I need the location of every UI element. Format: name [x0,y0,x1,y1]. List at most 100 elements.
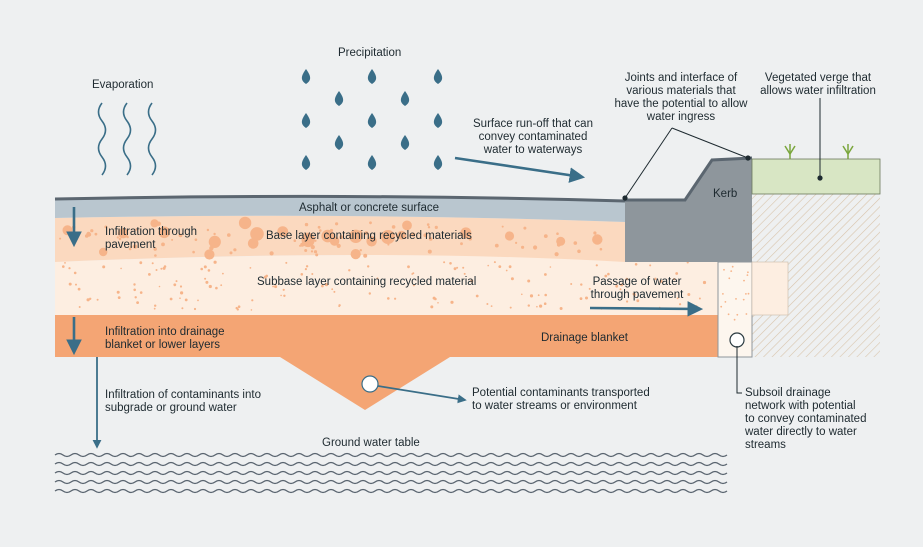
subbase-particle [208,284,212,289]
label-subsoil-drainage: Subsoil drainage network with potential … [745,387,866,452]
label-vegetated-verge: Vegetated verge that allows water infilt… [754,72,882,98]
subbase-particle [539,304,543,308]
subbase-particle [493,261,496,264]
contaminant-marker [361,375,379,393]
base-particle [277,226,289,238]
joints-leader-left [624,127,673,199]
subbase-particle [698,297,701,300]
trench-particle [728,277,731,280]
subbase-particle [537,294,540,297]
raindrop-icon [301,155,311,170]
subbase-particle [675,272,679,275]
subbase-particle [300,273,304,276]
verge-line-1: Vegetated verge that [764,72,872,84]
raindrop-icon [433,69,443,84]
base-particle [349,229,363,243]
groundwater-wave [54,488,728,494]
subsoil-line-3: to convey contaminated [745,413,867,425]
base-particle [468,236,473,241]
joints-line-4: water ingress [646,111,716,123]
subbase-particle [430,305,434,309]
subbase-particle [285,261,288,264]
drainage-blanket-layer [55,315,752,410]
trench-particle [746,274,749,276]
base-particle [501,225,504,228]
base-particle [118,237,122,241]
subbase-particle [509,306,512,309]
trench-particle [735,298,737,300]
subbase-particle [282,288,285,291]
subbase-particle [437,302,439,304]
trench-particle [736,313,739,316]
raindrop-icon [367,113,377,128]
base-particle [154,254,157,257]
joint-dot-left [622,195,628,201]
base-particle [427,226,431,229]
subbase-particle [549,266,552,268]
subbase-particle [197,299,199,302]
subbase-particle [237,305,241,309]
subbase-particle [588,287,591,290]
base-particle [250,227,264,241]
trench-particle [723,268,725,271]
subbase-particle [133,288,136,292]
subbase-particle [412,284,415,287]
subbase-particle [179,297,181,300]
subbase-particle [220,284,223,287]
base-particle [460,227,472,239]
base-particle [229,251,233,255]
trench-particles [720,265,750,321]
subbase-particle [311,273,314,275]
base-particle [335,222,339,226]
runoff-line-2: convey contaminated [478,131,588,143]
base-particle [523,226,527,230]
verge-dot [817,175,823,181]
subbase-particle [274,285,278,289]
contaminants-subgrade-line-2: subgrade or ground water [105,402,237,414]
base-particle [427,249,432,254]
subbase-layer [55,255,752,315]
subbase-particle [604,274,608,278]
subbase-particle [376,277,379,280]
subbase-particle [305,265,309,268]
subbase-particle [580,283,583,286]
verge-line-2: allows water infiltration [760,85,876,97]
trench-particle [724,301,727,303]
raindrop-group [301,69,443,170]
trench-particle [745,293,747,295]
subbase-particle [634,263,638,266]
base-particle [321,229,335,243]
subbase-particle [394,297,397,300]
contaminants-transported-line-2: to water streams or environment [472,400,637,412]
base-particle [192,250,195,254]
subbase-particle [251,299,254,302]
base-particle [350,249,361,260]
infiltration-drainage-line-2: blanket or lower layers [105,339,221,351]
subbase-particle [272,285,274,288]
subbase-particle [89,297,92,300]
base-particles [59,216,603,260]
subbase-particle [136,301,140,304]
base-particle [90,229,94,233]
trench-particle [731,265,734,268]
base-particle [521,245,525,249]
subbase-particle [102,265,106,269]
base-particle [135,228,138,231]
base-particle [593,231,597,235]
base-particle [269,251,274,256]
subbase-particle [162,266,166,270]
runoff-arrow [454,156,586,183]
raindrop-icon [433,155,443,170]
base-particle [132,244,138,249]
subbase-particle [676,297,679,300]
kerb-shape [625,158,752,262]
subbase-particle [559,307,563,310]
leader-lines [624,98,821,394]
subbase-particle [222,272,224,275]
base-particle [556,232,559,235]
infiltration-pavement-line-2: pavement [105,239,156,251]
subbase-particle [463,272,466,275]
subbase-particle [579,297,583,300]
base-particle [434,225,438,229]
